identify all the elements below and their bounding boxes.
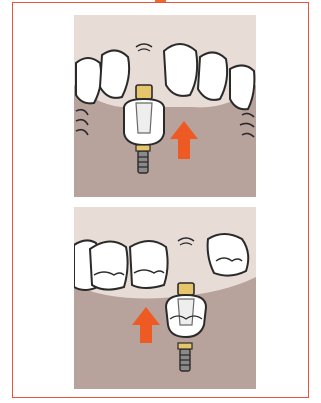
implant-screw-icon (136, 145, 150, 173)
molar-icon (74, 240, 168, 290)
molar-icon (208, 234, 249, 276)
back-teeth-illustration (74, 207, 256, 389)
implant-screw-icon (178, 343, 192, 371)
front-teeth-illustration (74, 15, 256, 197)
front-teeth-panel (74, 15, 256, 197)
back-teeth-panel (74, 207, 256, 389)
